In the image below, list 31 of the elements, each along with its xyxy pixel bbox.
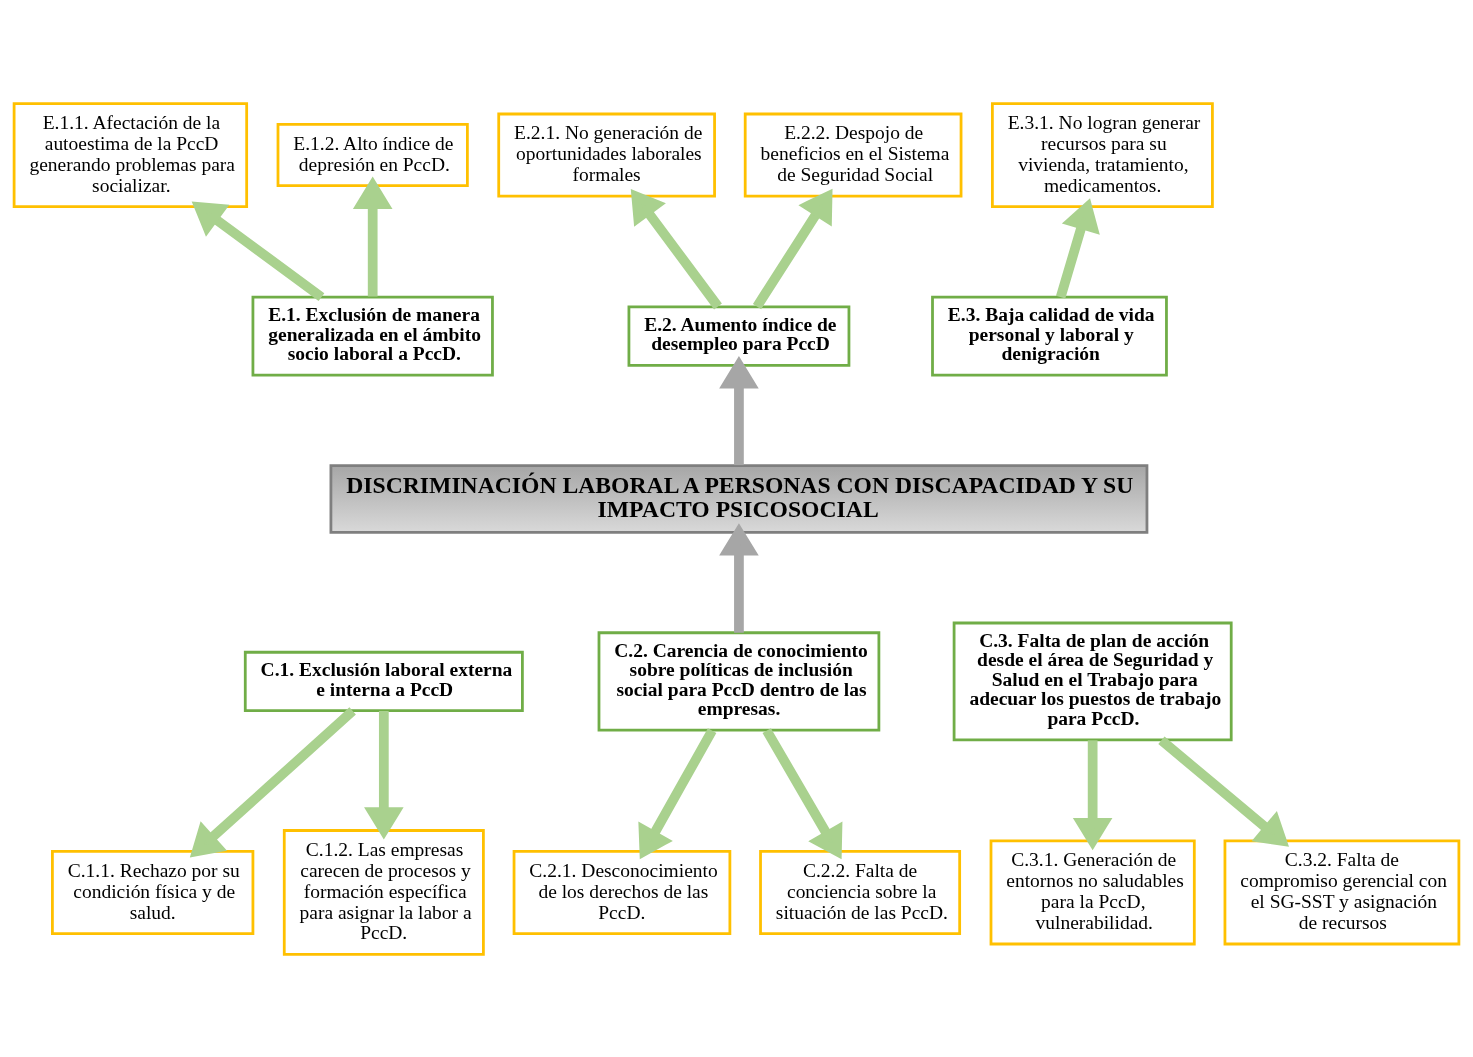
node-box: E.1.1. Afectación de la autoestima de la PccD generando problemas para socializar. — [12, 101, 249, 208]
node-box: E.1.2. Alto índice de depresión en PccD. — [276, 122, 469, 187]
arrow — [719, 355, 759, 465]
node-box: C.2.1. Desconocimiento de los derechos de las PccD. — [512, 849, 732, 935]
node-box: C.1.2. Las empresas carecen de procesos y formación específica para asignar la labor a PccD. — [282, 828, 485, 956]
node-box: C.1. Exclusión laboral externa e interna a PccD — [243, 650, 524, 712]
arrow — [191, 201, 325, 301]
node-box: E.1. Exclusión de manera generalizada en el ámbito socio laboral a PccD. — [251, 295, 494, 376]
arrow — [752, 188, 833, 309]
arrow — [719, 522, 759, 633]
arrow — [1158, 736, 1289, 847]
node-box: DISCRIMINACIÓN LABORAL A PERSONAS CON DISCAPACIDAD Y SU IMPACTO PSICOSOCIAL — [329, 463, 1149, 534]
node-box: E.2.2. Despojo de beneficios en el Sistema de Seguridad Social — [743, 112, 963, 198]
arrow — [364, 710, 404, 840]
node-box: C.3. Falta de plan de acción desde el área de Seguridad y Salud en el Trabajo para adecuar los puestos de trabajo para PccD. — [952, 621, 1233, 741]
node-box: C.3.1. Generación de entornos no saludables para la PccD, vulnerabilidad. — [989, 839, 1196, 945]
arrow — [189, 706, 356, 858]
arrow — [638, 727, 717, 859]
node-box: C.3.2. Falta de compromiso gerencial con el SG-SST y asignación de recursos — [1223, 839, 1461, 945]
arrow — [1056, 197, 1100, 298]
arrow — [352, 176, 393, 297]
node-box: E.3.1. No logran generar recursos para su vivienda, tratamiento, medicamentos. — [991, 101, 1214, 208]
arrow — [1072, 739, 1113, 850]
node-box: E.2. Aumento índice de desempleo para PccD — [627, 305, 851, 367]
node-box: C.1.1. Rechazo por su condición física y de salud. — [51, 849, 255, 935]
arrow — [762, 727, 843, 859]
node-box: E.3. Baja calidad de vida personal y laboral y denigración — [931, 295, 1168, 376]
node-box: C.2. Carencia de conocimiento sobre políticas de inclusión social para PccD dentro de las empresas. — [597, 630, 881, 732]
node-box: C.2.2. Falta de conciencia sobre la situación de las PccD. — [759, 849, 962, 935]
node-box: E.2.1. No generación de oportunidades laborales formales — [497, 112, 716, 198]
arrow — [630, 188, 722, 309]
